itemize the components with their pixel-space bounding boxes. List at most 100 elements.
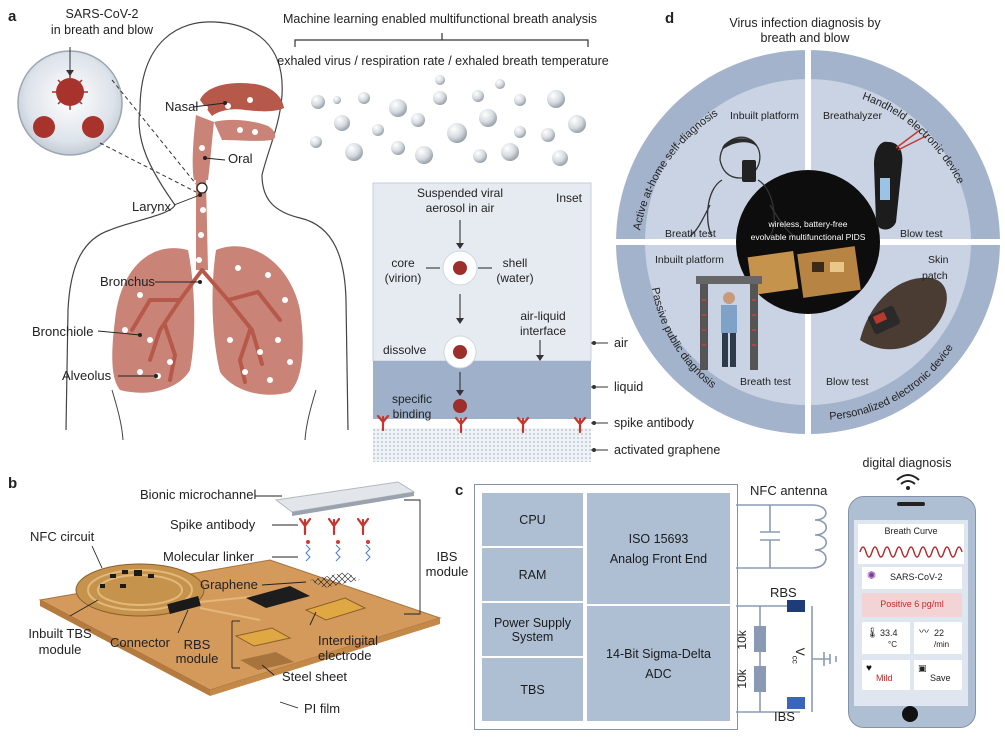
label-bronchus: Bronchus: [100, 274, 155, 289]
phone-home-button[interactable]: [902, 706, 918, 722]
label-rbs: RBS: [183, 637, 211, 652]
label-nfc-antenna: NFC antenna: [750, 483, 828, 498]
label-spike-antibody: Spike antibody: [170, 517, 256, 532]
thermometer-icon: 🌡: [866, 628, 879, 639]
result-text: Positive 6 pg/ml: [880, 599, 944, 609]
label-larynx: Larynx: [132, 199, 172, 214]
panel-b-letter: b: [8, 475, 18, 492]
label-interdigital: Interdigital: [318, 633, 378, 648]
inset-shell: shell: [502, 256, 528, 270]
label-circuit-ibs: IBS: [774, 709, 795, 724]
inset-air-label: air: [614, 336, 628, 350]
inset-spike-label: spike antibody: [614, 416, 694, 430]
save-label: Save: [930, 673, 951, 683]
inset-core-2: (virion): [384, 271, 422, 285]
inset-graphene-label: activated graphene: [614, 443, 721, 457]
label-alveolus: Alveolus: [62, 368, 112, 383]
label-ibs: IBS: [436, 549, 458, 564]
ml-subtitle: exhaled virus / respiration rate / exhal…: [277, 54, 609, 68]
sars-title: SARS-CoV-2: [65, 7, 139, 21]
label-electrode: electrode: [318, 648, 372, 663]
label-pi-film: PI film: [304, 701, 341, 716]
label-circuit-rbs: RBS: [770, 585, 797, 600]
sars-subtitle: in breath and blow: [50, 23, 154, 37]
label-inbuilt-tbs-module: module: [38, 642, 82, 657]
virus-particles: [33, 78, 104, 138]
breath-curve-label: Breath Curve: [884, 526, 938, 536]
panel-d-title-2: breath and blow: [760, 31, 850, 45]
inset-graphene: [373, 428, 591, 462]
label-ibs-module: module: [425, 564, 469, 579]
block-cpu: CPU: [481, 492, 584, 547]
breath-curve-line: [859, 546, 963, 558]
temperature-card: 🌡 33.4 °C: [862, 622, 910, 654]
block-ram: RAM: [481, 547, 584, 602]
q3-inbuilt: Inbuilt platform: [655, 254, 724, 266]
inset-air: [372, 182, 592, 362]
label-oral: Oral: [228, 151, 253, 166]
inset-core: core: [391, 256, 415, 270]
save-button[interactable]: ▣ Save: [914, 660, 962, 690]
label-graphene: Graphene: [200, 577, 258, 592]
center-label-2: evolvable multifunctional PIDS: [750, 232, 866, 242]
label-nasal: Nasal: [165, 99, 199, 114]
exhaled-aerosol-bubbles: [310, 75, 586, 166]
q2-blow-test: Blow test: [900, 228, 943, 240]
inset-shell-2: (water): [496, 271, 534, 285]
virus-card: ✺ SARS-CoV-2: [862, 567, 962, 589]
severity-value: Mild: [876, 673, 893, 683]
q4-skin: Skin: [928, 254, 949, 266]
result-card: Positive 6 pg/ml: [862, 593, 962, 617]
breath-curve-card: Breath Curve: [858, 524, 964, 564]
virus-name: SARS-CoV-2: [890, 572, 943, 582]
q1-inbuilt: Inbuilt platform: [730, 110, 799, 122]
respiration-unit: /min: [934, 640, 950, 649]
inset-dissolve: dissolve: [383, 343, 427, 357]
spike-antibodies: [376, 414, 587, 434]
center-label: wireless, battery-free: [768, 219, 848, 229]
inset-specific: specific: [391, 392, 432, 406]
label-steel-sheet: Steel sheet: [282, 669, 348, 684]
panel-a-letter: a: [8, 8, 17, 25]
inset-liquid-label: liquid: [614, 380, 644, 394]
label-connector: Connector: [110, 635, 170, 650]
inset-liquid: [373, 361, 591, 419]
person-phone-illustration: [689, 136, 795, 237]
ml-title: Machine learning enabled multifunctional…: [282, 12, 598, 26]
temperature-value: 33.4: [880, 628, 898, 638]
label-inbuilt-tbs: Inbuilt TBS: [28, 626, 92, 641]
label-nfc-circuit: NFC circuit: [30, 529, 95, 544]
inset-air-liquid: air-liquid: [520, 309, 566, 323]
inset-title: Inset: [556, 191, 583, 205]
block-tbs: TBS: [481, 657, 584, 722]
panel-d-letter: d: [665, 10, 675, 27]
label-rbs-module: module: [175, 651, 219, 666]
inset-droplets: [442, 250, 478, 413]
respiration-value: 22: [934, 628, 945, 638]
q4-blow-test: Blow test: [826, 376, 869, 388]
panel-d-title: Virus infection diagnosis by: [729, 16, 881, 30]
respiration-card: 〰 22 /min: [914, 622, 962, 654]
label-bronchiole: Bronchiole: [32, 324, 94, 339]
inset-suspended: Suspended viral: [416, 186, 504, 200]
severity-card[interactable]: ♥ Mild: [862, 660, 910, 690]
temperature-unit: °C: [888, 640, 897, 649]
label-molecular-linker: Molecular linker: [163, 549, 255, 564]
save-icon: ▣: [918, 663, 927, 673]
q4-patch: patch: [922, 270, 948, 282]
phone-title: digital diagnosis: [862, 456, 952, 470]
breath-icon: 〰: [919, 627, 929, 638]
inset-suspended-2: aerosol in air: [425, 201, 495, 215]
virus-icon: ✺: [867, 570, 877, 582]
inset-air-liquid-2: interface: [519, 324, 567, 338]
q2-breathalyzer: Breathalyzer: [823, 110, 882, 122]
panel-c-letter: c: [455, 482, 464, 499]
